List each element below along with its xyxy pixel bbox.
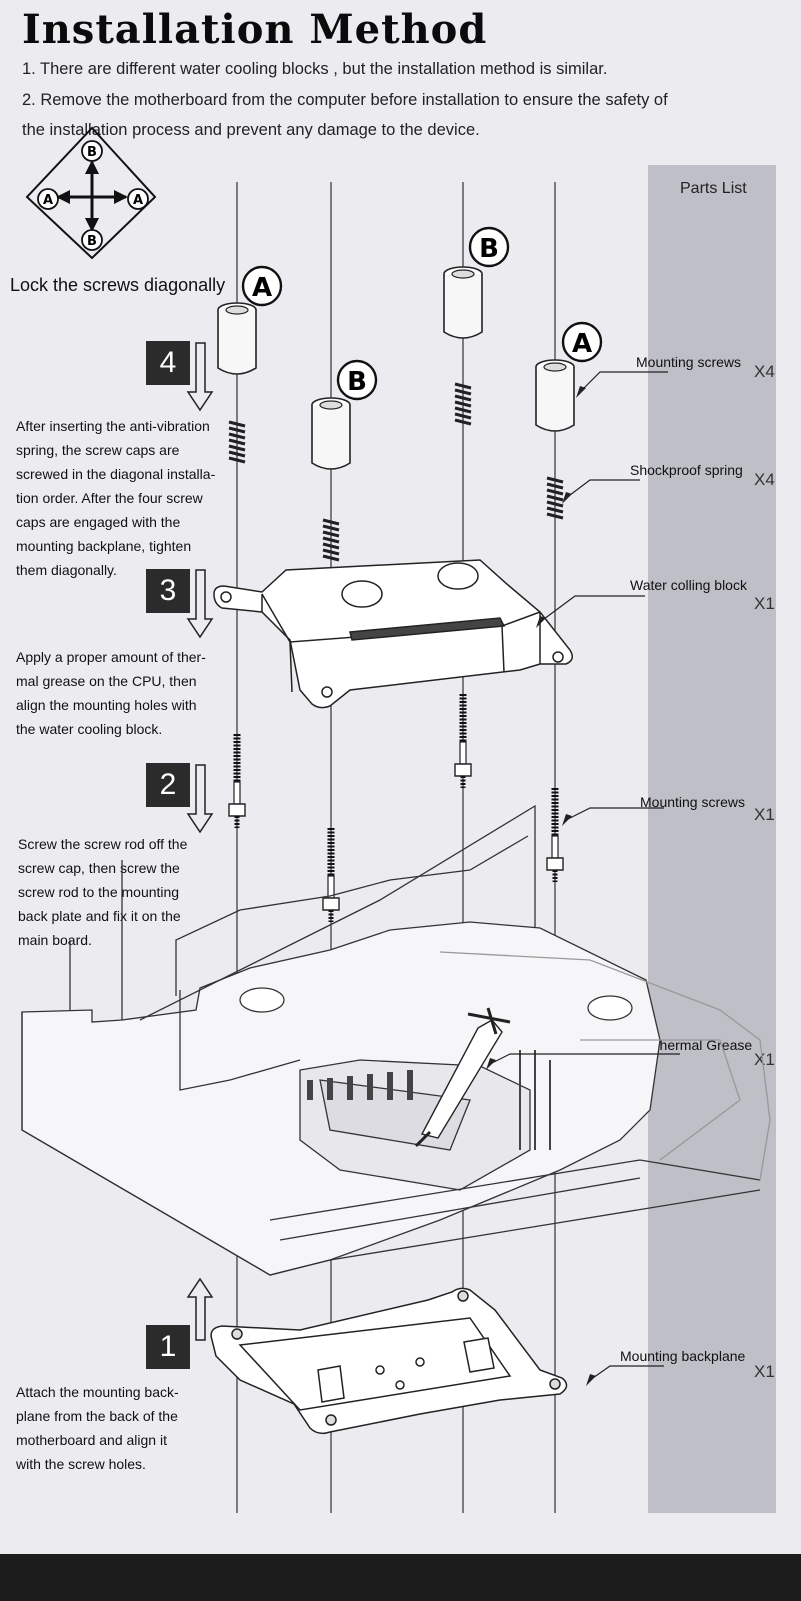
part-qty-grease: X1 [754,1050,775,1069]
part-water-block: Water colling block [630,577,747,593]
springs [227,382,565,562]
lock-b-bottom: B [87,234,97,249]
part-mounting-backplane: Mounting backplane [620,1348,746,1364]
part-mounting-screws-caps: Mounting screws [636,354,742,370]
page-title: Installation Method [22,6,488,53]
parts-list-title: Parts List [680,180,747,197]
step-2-badge: 2 [146,763,190,807]
step-3-badge: 3 [146,569,190,613]
lock-a-right: A [133,193,143,208]
step-arrows [186,342,214,1341]
svg-text:A: A [572,329,592,359]
footer-bar [0,1554,801,1601]
thermal-grease-syringe [414,1007,511,1148]
part-pointer-heads [486,386,596,1386]
step-1-text: Attach the mounting back- plane from the… [16,1384,179,1472]
svg-text:B: B [347,367,367,397]
intro-line-1: 1. There are different water cooling blo… [22,60,608,78]
part-thermal-grease: Thermal Grease [651,1037,753,1053]
step-3-text: Apply a proper amount of ther- mal greas… [16,649,206,737]
mounting-backplane [210,1287,568,1435]
svg-text:A: A [252,273,272,303]
lock-diagram-icon: B B A A [25,126,157,260]
part-qty-caps: X4 [754,362,775,381]
part-qty-spring: X4 [754,470,775,489]
part-qty-backplane: X1 [754,1362,775,1381]
part-qty-rod: X1 [754,805,775,824]
lock-b-top: B [87,145,97,160]
step-4-badge: 4 [146,341,190,385]
intro-line-3: the installation process and prevent any… [22,121,480,139]
screw-order-letters: A B B A [241,226,603,401]
part-pointers [489,371,680,1381]
motherboard [21,804,771,1276]
lock-a-left: A [43,193,53,208]
screw-rods [229,694,563,922]
water-block [213,559,573,709]
intro-line-2: 2. Remove the motherboard from the compu… [22,91,668,109]
step-4-text: After inserting the anti-vibration sprin… [16,418,216,578]
lock-diagonal-label: Lock the screws diagonally [10,275,226,295]
part-qty-block: X1 [754,594,775,613]
part-mounting-screws-rod: Mounting screws [640,794,746,810]
parts-list-panel [648,165,776,1513]
part-shockproof-spring: Shockproof spring [630,462,743,478]
svg-text:B: B [479,234,499,264]
step-1-badge: 1 [146,1325,190,1369]
step-2-text: Screw the screw rod off the screw cap, t… [18,836,188,948]
